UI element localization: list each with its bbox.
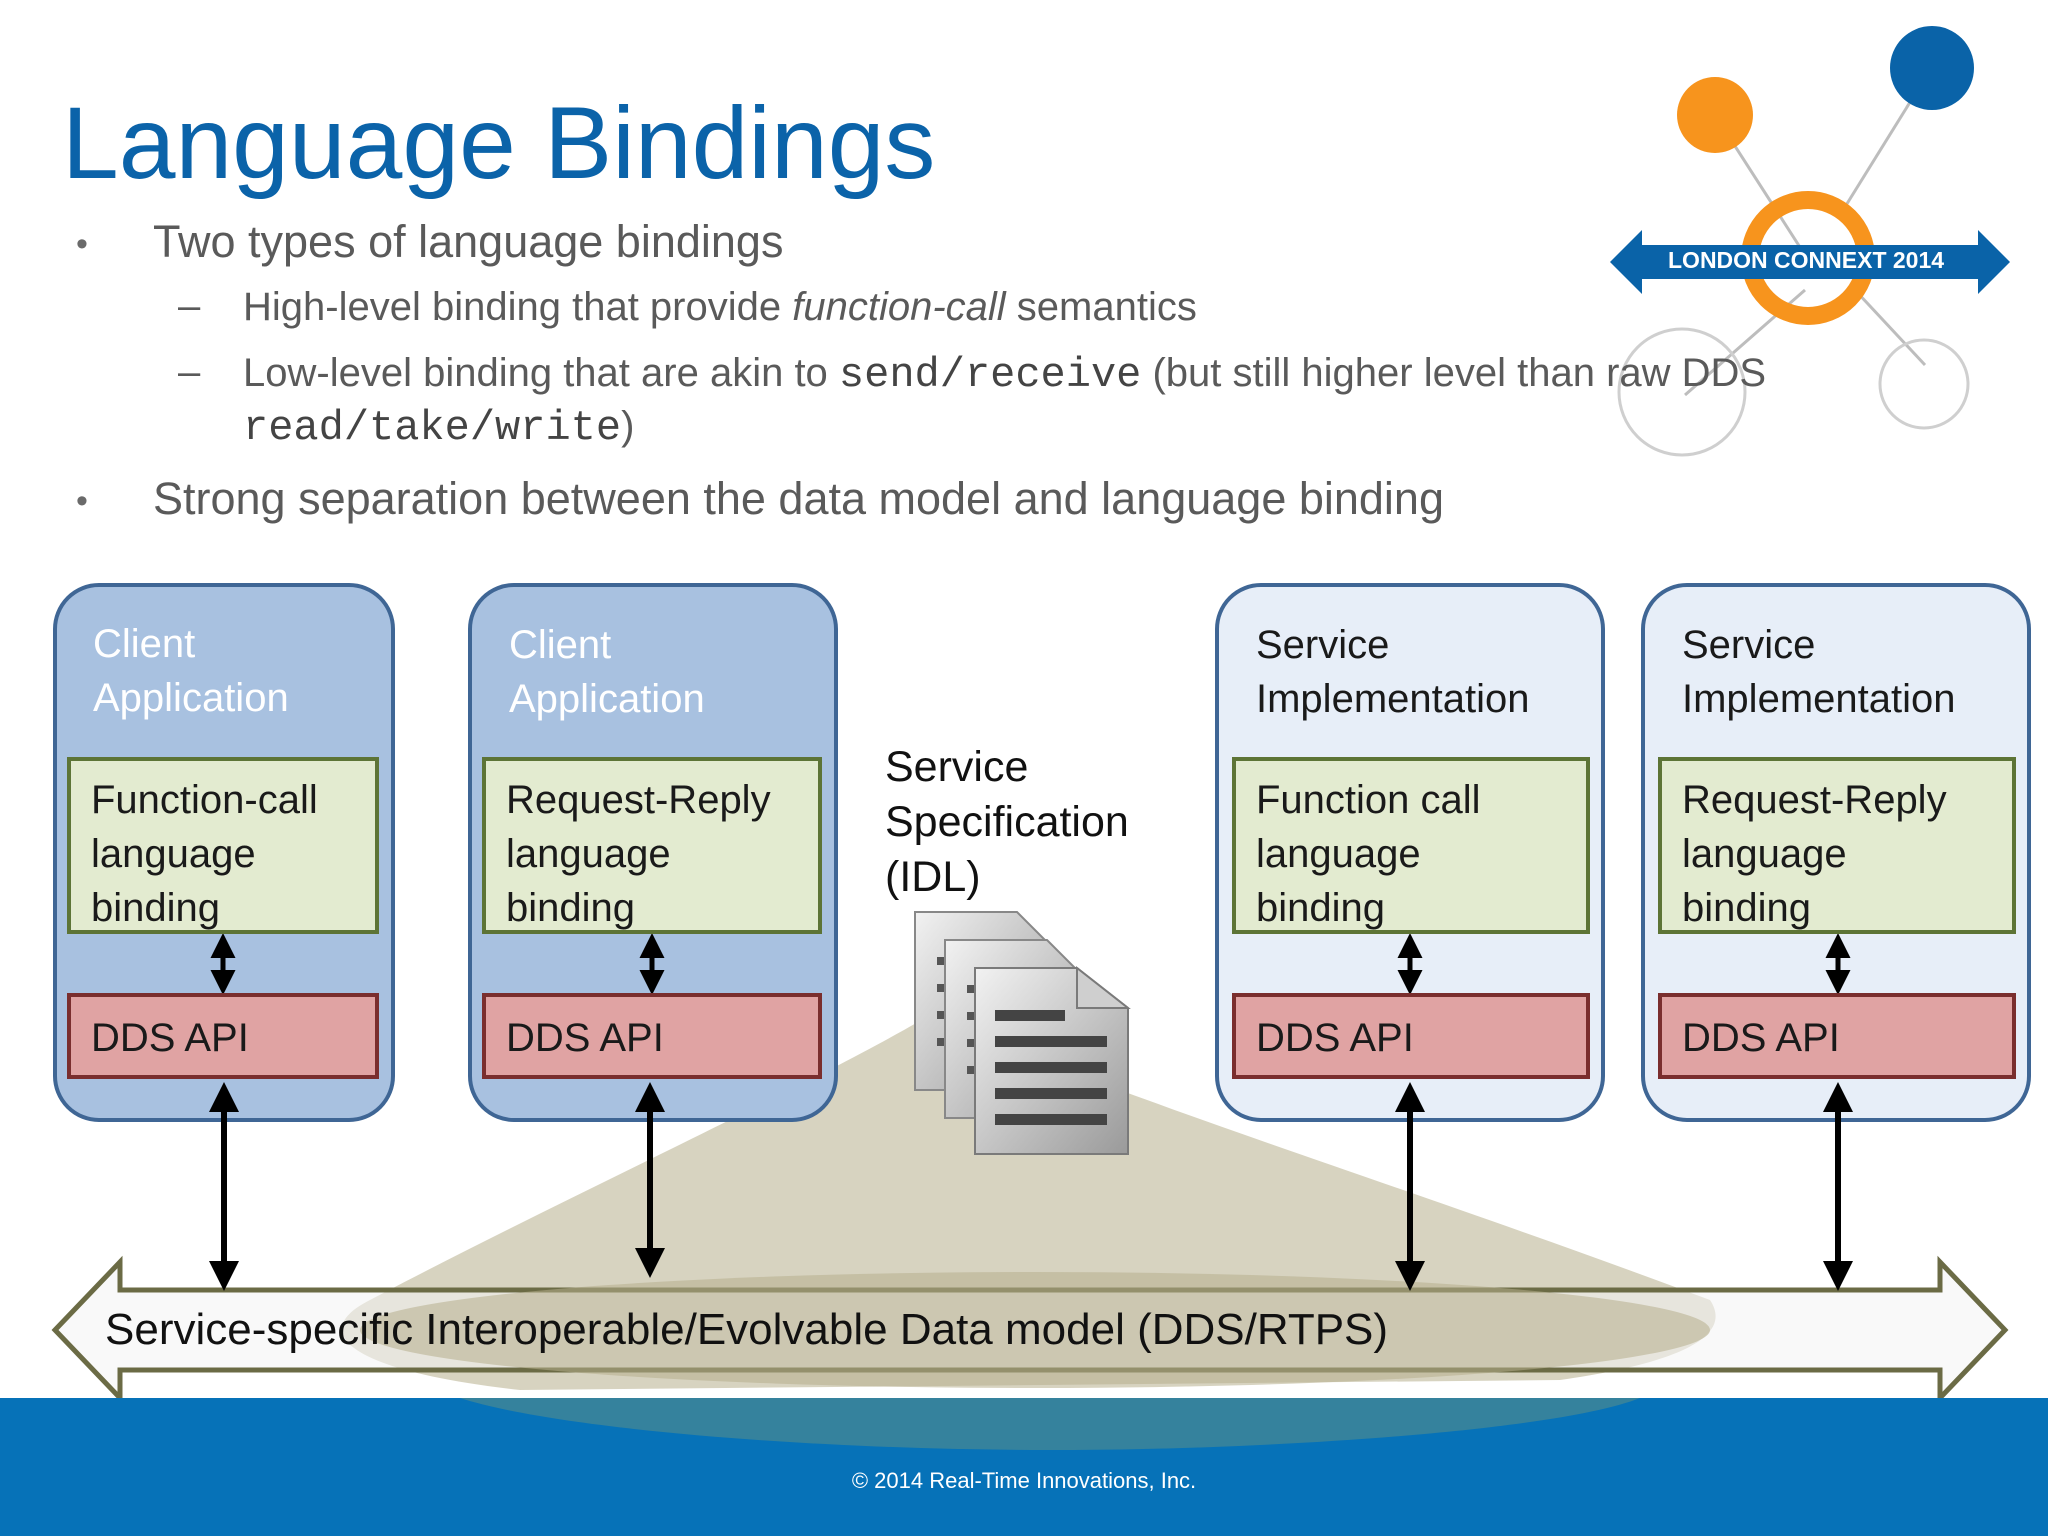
binding-box-3-label: Function call language binding <box>1256 778 1481 930</box>
dds-api-box-1-label: DDS API <box>91 1016 249 1060</box>
client-box-1-title: Client Application <box>93 622 289 720</box>
sub-bullet-2-pre: Low-level binding that are akin to <box>243 351 839 395</box>
logo-grey-circle-right <box>1878 338 1970 430</box>
client-box-2-title: Client Application <box>509 623 705 721</box>
binding-box-2: Request-Reply language binding <box>482 757 822 934</box>
binding-box-3: Function call language binding <box>1232 757 1590 934</box>
binding-box-2-label: Request-Reply language binding <box>506 778 771 930</box>
service-box-2-title: Service Implementation <box>1682 623 1956 721</box>
binding-box-4: Request-Reply language binding <box>1658 757 2016 934</box>
logo-grey-circle-left <box>1617 327 1747 457</box>
bullet-dot-2: • <box>76 482 88 520</box>
dds-api-box-4: DDS API <box>1658 993 2016 1079</box>
sub-bullet-2-post: (but still higher level than raw DDS <box>1141 351 1767 395</box>
sub-bullet-1-post: semantics <box>1005 285 1197 329</box>
dash-1: – <box>178 284 201 328</box>
data-model-label: Service-specific Interoperable/Evolvable… <box>105 1305 1389 1354</box>
dds-api-box-4-label: DDS API <box>1682 1016 1840 1060</box>
bullet-dot-1: • <box>76 225 88 263</box>
sub-bullet-2-line2: read/take/write) <box>243 403 634 452</box>
sub-bullet-1-pre: High-level binding that provide <box>243 285 793 329</box>
sub-bullet-2-close: ) <box>621 404 635 448</box>
dds-api-box-2-label: DDS API <box>506 1016 664 1060</box>
dash-2: – <box>178 350 201 394</box>
data-model-ellipse <box>360 1272 1710 1388</box>
dds-api-box-1: DDS API <box>67 993 379 1079</box>
sub-bullet-2: Low-level binding that are akin to send/… <box>243 350 1766 399</box>
binding-box-4-label: Request-Reply language binding <box>1682 778 1947 930</box>
sub-bullet-1-em: function-call <box>792 285 1006 329</box>
bullet-1: Two types of language bindings <box>153 216 784 267</box>
service-box-1-title: Service Implementation <box>1256 623 1530 721</box>
binding-box-1: Function-call language binding <box>67 757 379 934</box>
logo-blue-circle <box>1890 26 1974 110</box>
dds-api-box-3: DDS API <box>1232 993 1590 1079</box>
dds-api-box-2: DDS API <box>482 993 822 1079</box>
logo-banner-arrow <box>1610 230 2010 294</box>
cone-shadow <box>460 1398 1640 1450</box>
footer-copyright: © 2014 Real-Time Innovations, Inc. <box>851 1468 1197 1493</box>
document-icon <box>914 911 1131 1155</box>
bullet-2: Strong separation between the data model… <box>153 473 1444 524</box>
logo-banner-text: LONDON CONNEXT 2014 <box>1668 247 1945 273</box>
dds-api-box-3-label: DDS API <box>1256 1016 1414 1060</box>
slide-title: Language Bindings <box>62 86 936 200</box>
sub-bullet-2-code2: read/take/write <box>243 404 622 452</box>
logo-orange-circle <box>1677 77 1753 153</box>
sub-bullet-2-code: send/receive <box>838 351 1142 399</box>
binding-box-1-label: Function-call language binding <box>91 778 318 930</box>
sub-bullet-1: High-level binding that provide function… <box>243 284 1197 330</box>
conference-logo <box>1610 26 2010 457</box>
service-specification-label: Service Specification (IDL) <box>885 743 1129 901</box>
